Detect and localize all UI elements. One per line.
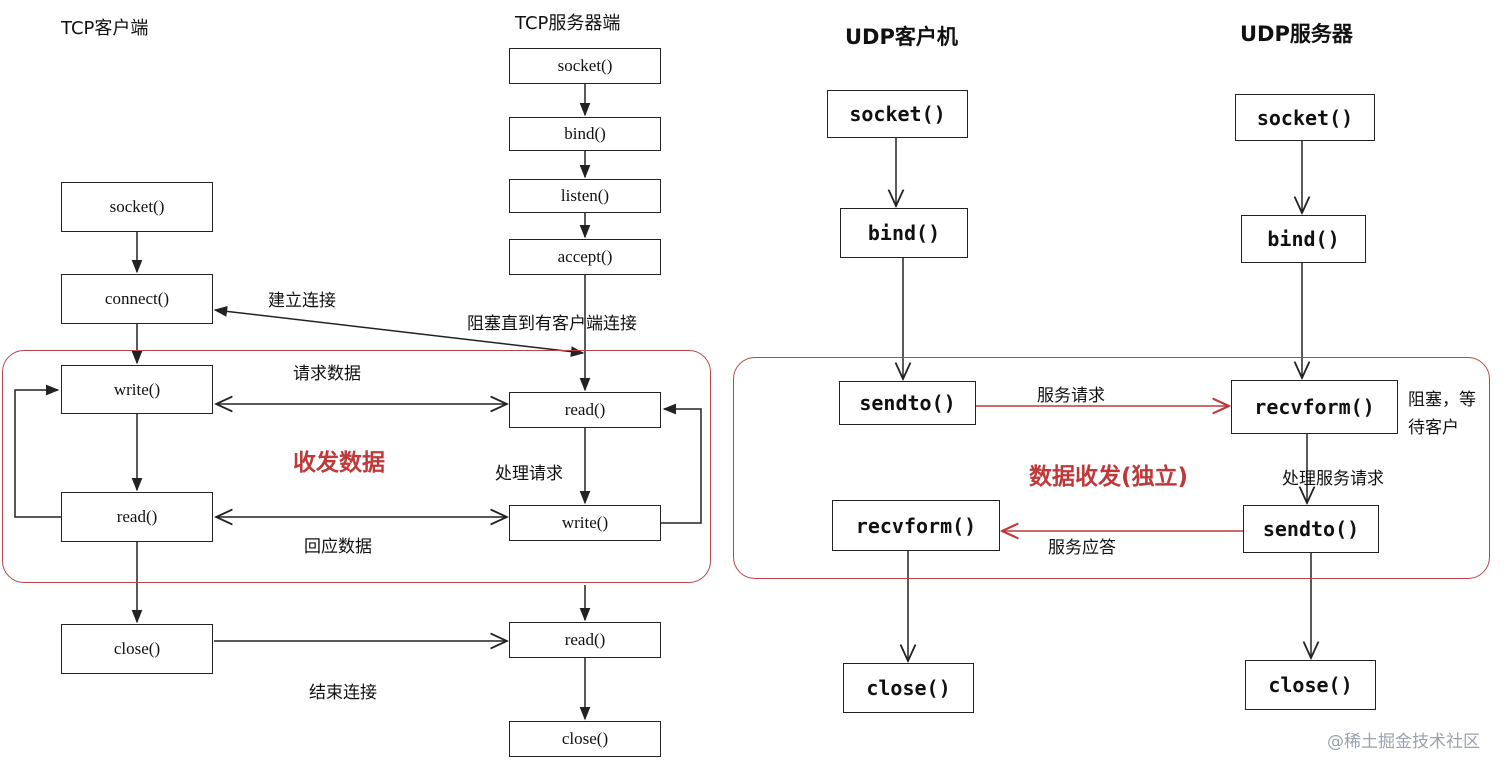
edge-tcp-connect-handshake xyxy=(213,306,585,357)
tcp-exchange-region xyxy=(2,350,711,583)
udp-server-recvform-box: recvform() xyxy=(1231,380,1398,434)
udp-client-recvform-box: recvform() xyxy=(832,500,1000,551)
tcp-server-write-box: write() xyxy=(509,505,661,541)
tcp-server-close-box: close() xyxy=(509,721,661,757)
tcp-server-bind-box: bind() xyxy=(509,117,661,151)
tcp-request-label: 请求数据 xyxy=(293,364,361,384)
udp-server-title: UDP服务器 xyxy=(1240,22,1353,46)
tcp-exchange-label: 收发数据 xyxy=(293,450,385,476)
udp-server-bind-box: bind() xyxy=(1241,215,1366,263)
tcp-client-socket-box: socket() xyxy=(61,182,213,232)
udp-client-bind-box: bind() xyxy=(840,208,968,258)
tcp-reply-label: 回应数据 xyxy=(304,537,372,557)
tcp-end-label: 结束连接 xyxy=(309,683,377,703)
udp-server-socket-box: socket() xyxy=(1235,94,1375,141)
udp-exchange-region xyxy=(733,357,1490,579)
edge-tcp-client-loop xyxy=(14,384,61,518)
udp-server-close-box: close() xyxy=(1245,660,1376,710)
udp-block-label-line2: 待客户 xyxy=(1408,418,1459,438)
tcp-establish-label: 建立连接 xyxy=(268,291,336,311)
tcp-server-accept-box: accept() xyxy=(509,239,661,275)
tcp-server-read-box: read() xyxy=(509,392,661,428)
tcp-client-close-box: close() xyxy=(61,624,213,674)
tcp-server-read2-box: read() xyxy=(509,622,661,658)
edge-tcp-server-loop xyxy=(661,403,702,524)
tcp-client-title: TCP客户端 xyxy=(61,18,149,39)
tcp-process-label: 处理请求 xyxy=(495,464,563,484)
udp-client-close-box: close() xyxy=(843,663,974,713)
watermark-text: @稀土掘金技术社区 xyxy=(1327,732,1480,752)
tcp-client-write-box: write() xyxy=(61,365,213,414)
udp-server-sendto-box: sendto() xyxy=(1243,505,1379,553)
udp-process-label: 处理服务请求 xyxy=(1282,469,1384,489)
udp-exchange-label: 数据收发(独立) xyxy=(1029,464,1189,490)
tcp-server-socket-box: socket() xyxy=(509,48,661,84)
udp-block-label-line1: 阻塞，等 xyxy=(1408,390,1476,410)
udp-client-socket-box: socket() xyxy=(827,90,968,138)
udp-service-request-label: 服务请求 xyxy=(1037,386,1105,406)
udp-client-title: UDP客户机 xyxy=(845,25,958,49)
tcp-block-label: 阻塞直到有客户端连接 xyxy=(467,314,637,334)
udp-client-sendto-box: sendto() xyxy=(839,381,976,425)
tcp-client-read-box: read() xyxy=(61,492,213,542)
tcp-server-title: TCP服务器端 xyxy=(515,13,621,34)
udp-service-reply-label: 服务应答 xyxy=(1048,538,1116,558)
tcp-server-listen-box: listen() xyxy=(509,179,661,213)
tcp-client-connect-box: connect() xyxy=(61,274,213,324)
